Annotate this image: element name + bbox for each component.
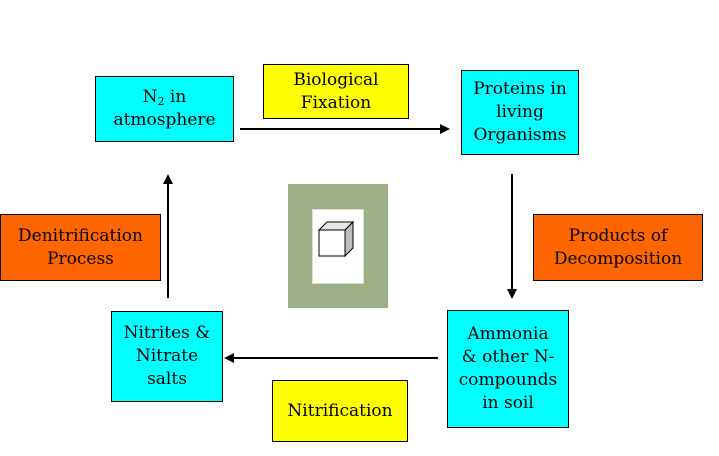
node-ammonia: Ammonia & other N- compounds in soil — [447, 310, 569, 428]
node-nitrites: Nitrites & Nitrate salts — [111, 311, 223, 402]
n2-symbol: N — [142, 87, 158, 107]
cube-icon — [317, 220, 355, 258]
node-proteins: Proteins in living Organisms — [461, 70, 579, 155]
process-nitrification: Nitrification — [272, 380, 408, 442]
n2-subscript: 2 — [157, 95, 165, 108]
n2-label-rest: in atmosphere — [113, 87, 216, 130]
process-biological-fixation: Biological Fixation — [263, 64, 409, 119]
center-image-frame — [288, 184, 388, 308]
center-image-panel — [312, 209, 364, 284]
process-decomposition: Products of Decomposition — [533, 214, 703, 281]
node-n2-atmosphere: N2 in atmosphere — [95, 76, 234, 142]
process-denitrification: Denitrification Process — [0, 214, 161, 281]
